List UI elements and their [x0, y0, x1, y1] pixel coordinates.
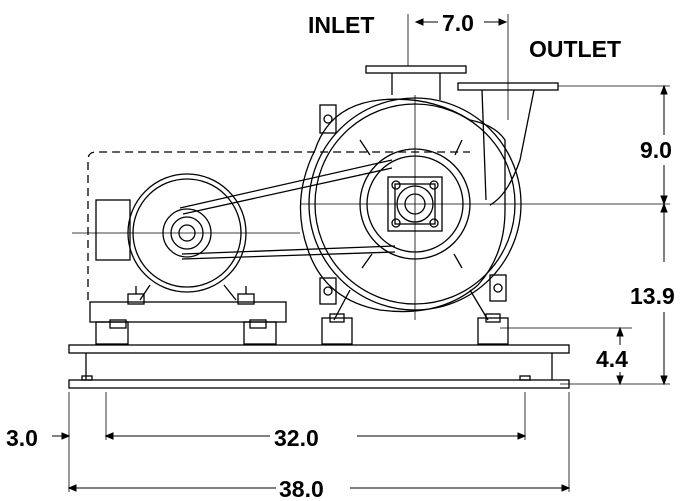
dim-shaft-height: 13.9 [630, 283, 675, 309]
dim-end-offset: 3.0 [6, 425, 38, 451]
motor-outline-dashed [87, 151, 470, 300]
inlet-label: INLET [308, 12, 374, 38]
dim-outlet-height: 9.0 [640, 137, 672, 163]
dim-base-height: 4.4 [596, 346, 628, 372]
outlet-flange [457, 14, 670, 206]
dim-bolt-span: 32.0 [274, 425, 319, 451]
inlet-flange [365, 14, 467, 100]
outlet-label: OUTLET [529, 36, 621, 62]
pump-sheave [300, 95, 670, 320]
motor-base [89, 286, 287, 345]
dim-inlet-outlet-offset: 7.0 [442, 10, 474, 36]
v-belt [179, 159, 396, 260]
motor [72, 173, 300, 301]
base-skid [68, 344, 570, 389]
dimension-lines [52, 18, 670, 492]
dim-overall-length: 38.0 [279, 476, 324, 501]
